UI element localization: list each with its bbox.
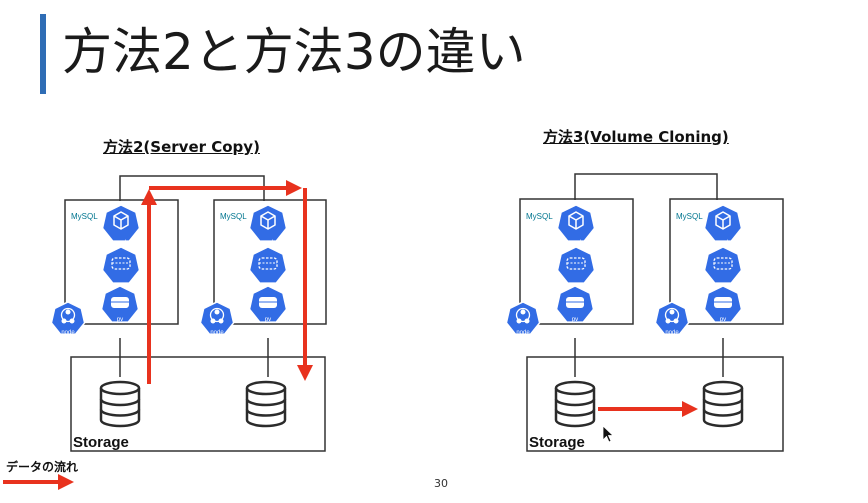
panel-subtitle-server-copy: 方法2(Server Copy) <box>103 138 260 156</box>
pvc-icon <box>103 247 140 283</box>
pv-label: pv <box>117 317 123 323</box>
pv-label: pv <box>720 317 726 323</box>
page-number: 30 <box>434 477 448 490</box>
pvc-label: pvc <box>718 282 727 288</box>
panel-volume-cloning: MySQL pod pvc pv node MySQL pod pvc pv n… <box>505 173 784 452</box>
database-icon-source <box>99 380 141 428</box>
panel-subtitle-volume-cloning: 方法3(Volume Cloning) <box>543 128 729 146</box>
pod-icon <box>103 205 140 241</box>
pvc-label: pvc <box>263 282 272 288</box>
pod-label: pod <box>718 240 728 246</box>
pod-label: pod <box>571 240 581 246</box>
pod-icon <box>705 205 742 241</box>
pvc-icon <box>705 247 742 283</box>
panel-server-copy: MySQL pod pvc pv node MySQL pod pvc pv n… <box>50 175 327 452</box>
pvc-icon <box>558 247 595 283</box>
mouse-cursor-icon <box>602 425 615 443</box>
slide-title: 方法2と方法3の違い <box>62 23 526 81</box>
pod-icon <box>250 205 287 241</box>
legend-label: データの流れ <box>6 460 79 474</box>
title-accent-bar <box>40 14 46 94</box>
pv-label: pv <box>265 317 271 323</box>
node-label: node <box>210 330 224 336</box>
pod-label: pod <box>116 240 126 246</box>
node-label: node <box>665 330 679 336</box>
storage-label: Storage <box>73 434 129 451</box>
storage-label: Storage <box>529 434 585 451</box>
node-box-2 <box>669 198 784 325</box>
pvc-label: pvc <box>116 282 125 288</box>
database-icon-source <box>554 380 596 428</box>
node-label: node <box>516 330 530 336</box>
database-icon-target <box>702 380 744 428</box>
cluster-connector-line <box>574 173 718 200</box>
pvc-icon <box>250 247 287 283</box>
node-box-2 <box>213 199 327 325</box>
node-box-1 <box>519 198 634 325</box>
pod-label: pod <box>263 240 273 246</box>
data-flow-arrow-server-copy <box>141 180 313 384</box>
mysql-logo-2: MySQL <box>220 212 247 221</box>
mysql-logo-2: MySQL <box>676 212 703 221</box>
mysql-logo-1: MySQL <box>71 212 98 221</box>
node-label: node <box>61 330 75 336</box>
storage-box <box>70 356 326 452</box>
node-box-1 <box>64 199 179 325</box>
mysql-logo-1: MySQL <box>526 212 553 221</box>
database-icon-target <box>245 380 287 428</box>
pod-icon <box>558 205 595 241</box>
storage-box <box>526 356 784 452</box>
pvc-label: pvc <box>571 282 580 288</box>
pv-label: pv <box>572 317 578 323</box>
